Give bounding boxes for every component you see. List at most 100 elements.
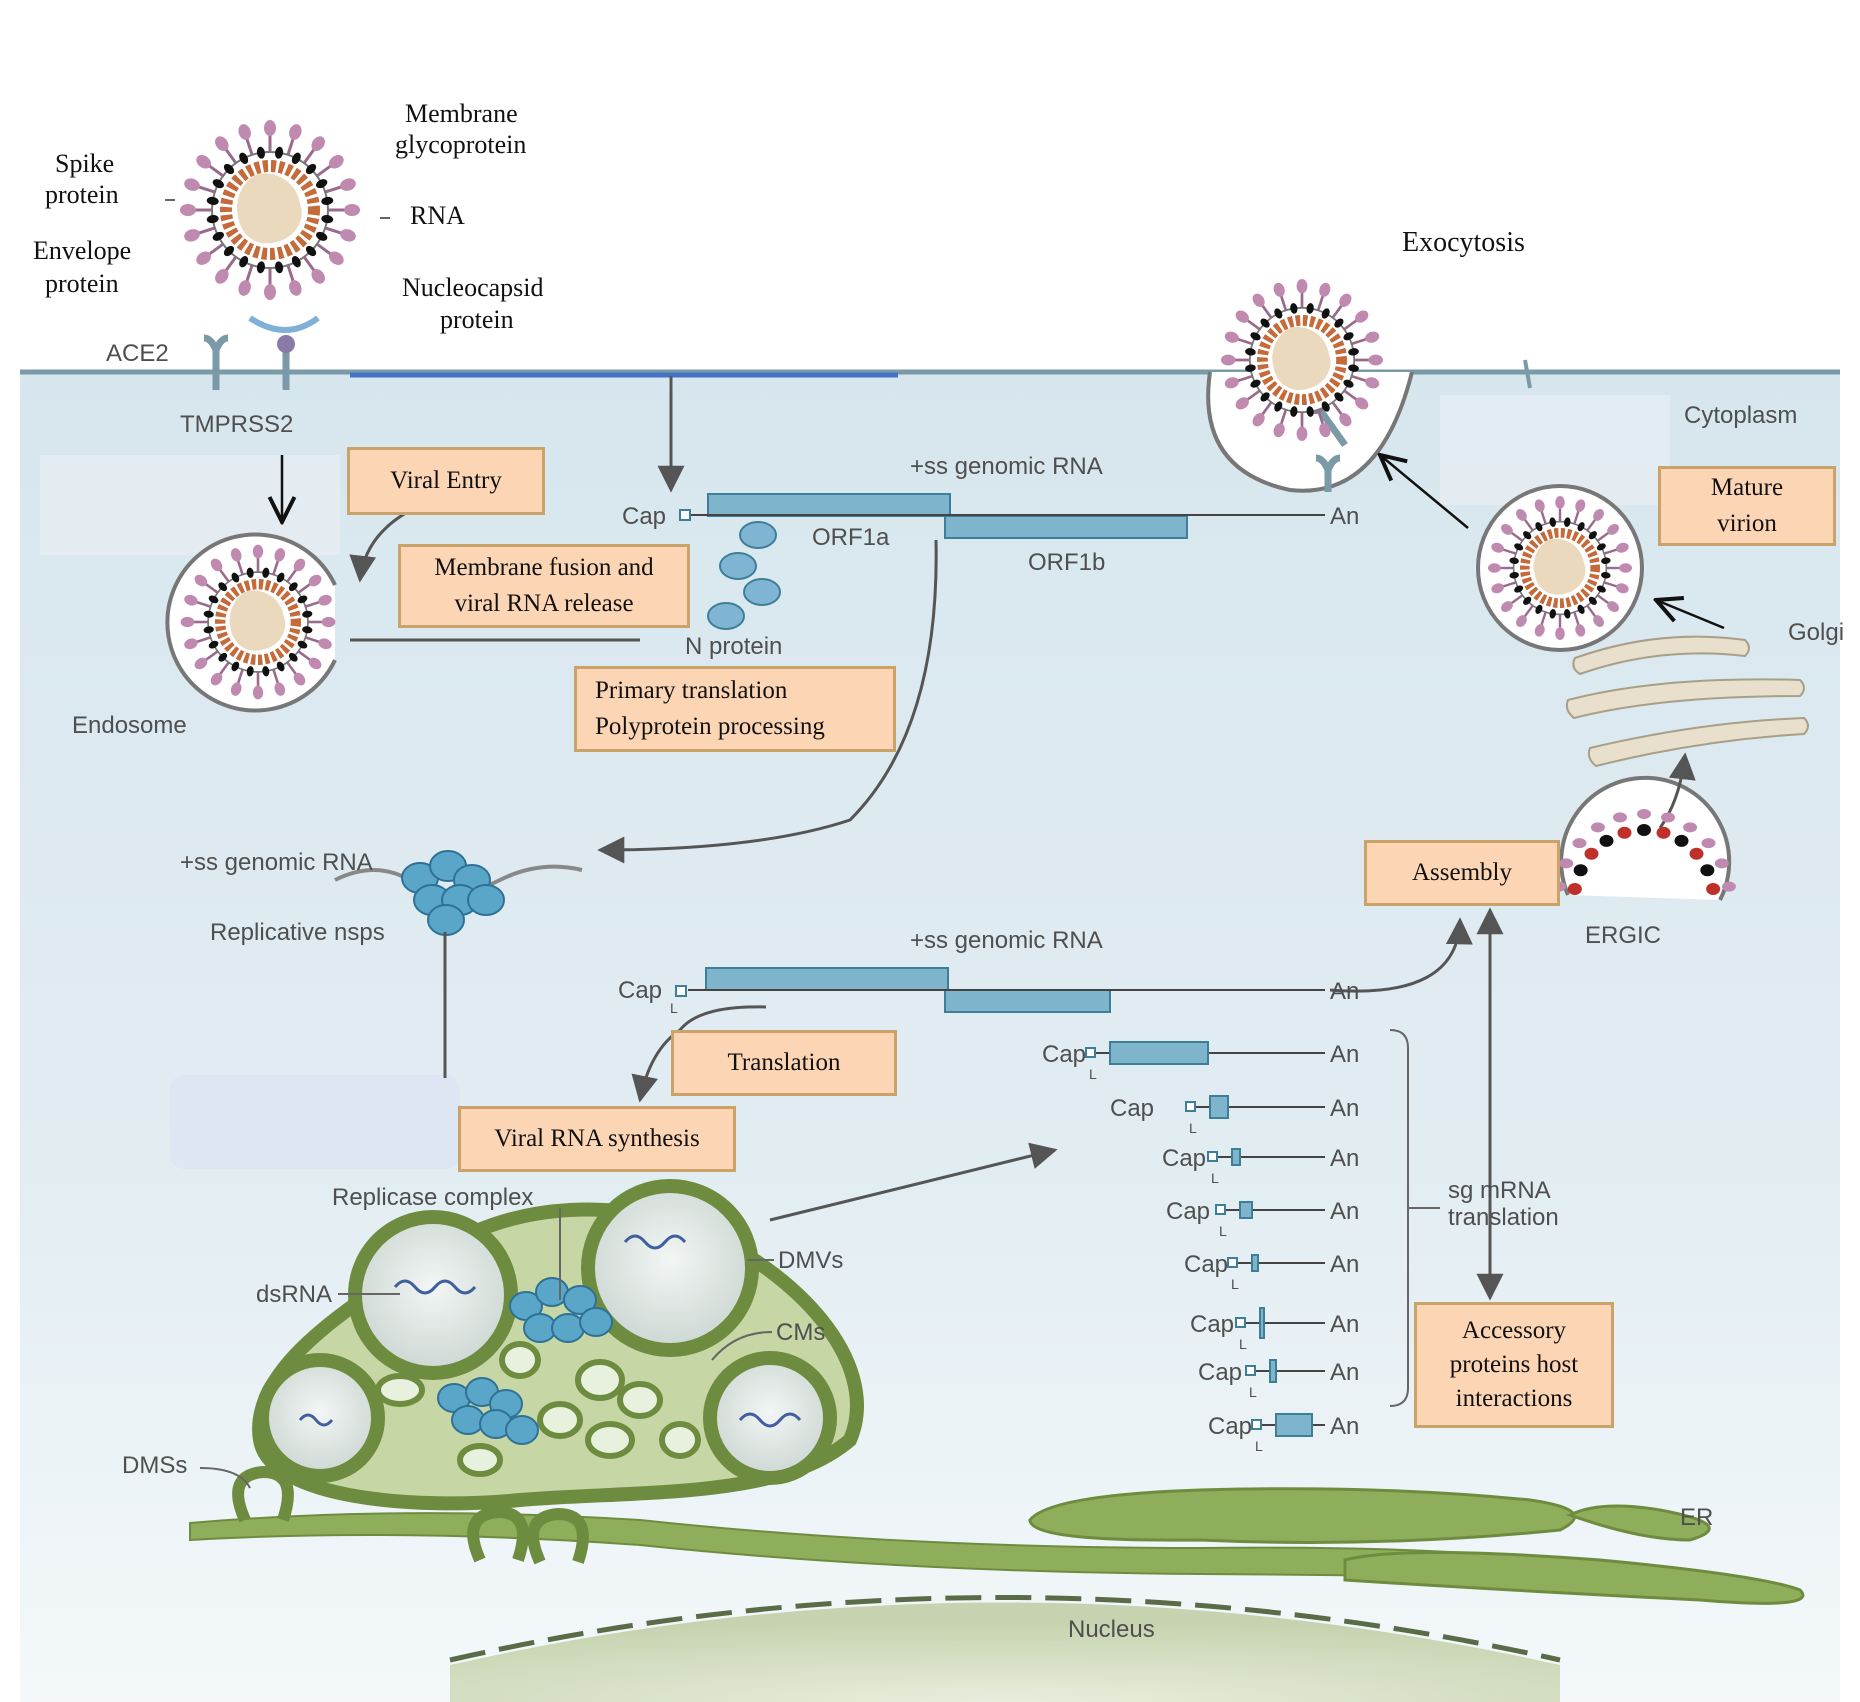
sg-an-label: An (1330, 1198, 1359, 1225)
replication-organelle (189, 1179, 1601, 1582)
cms-label: CMs (776, 1319, 825, 1346)
accessory-proteins-box: Accessory proteins host interactions (1414, 1302, 1614, 1428)
golgi-label: Golgi (1788, 619, 1844, 646)
replicative-nsps (401, 850, 505, 936)
mature-virion-box: Mature virion (1658, 466, 1836, 546)
sg-an-label: An (1330, 1145, 1359, 1172)
replicative-nsps-label: Replicative nsps (210, 919, 385, 946)
sg-bracket (1389, 1029, 1409, 1407)
golgi (1565, 635, 1809, 768)
sg-leader-label: L (1189, 1120, 1197, 1136)
sg-mrna-ladder: CapLAnCapLAnCapLAnCapLAnCapLAnCapLAnCapL… (1042, 1041, 1359, 1454)
envelope-label-2: protein (45, 269, 119, 298)
overlay-patch (40, 455, 340, 555)
sg-cap-label: Cap (1110, 1095, 1154, 1122)
sg-leader-label: L (1249, 1384, 1257, 1400)
primary-translation-line1: Primary translation (595, 677, 788, 704)
assembly-text: Assembly (1412, 859, 1512, 886)
an-label-low: An (1330, 978, 1359, 1005)
overlay-patch (170, 1075, 460, 1169)
sg-leader-label: L (1089, 1066, 1097, 1082)
virion-leaders (165, 199, 390, 219)
er-label: ER (1680, 1504, 1713, 1531)
envelope-label-1: Envelope (33, 236, 131, 265)
er (1028, 1487, 1805, 1605)
exocytosis-label: Exocytosis (1402, 227, 1525, 258)
sg-cap-label: Cap (1190, 1311, 1234, 1338)
nucleocapsid-label-1: Nucleocapsid (402, 273, 544, 302)
sg-cap-label: Cap (1042, 1041, 1086, 1068)
ergic-label: ERGIC (1585, 922, 1661, 949)
genomic-rna-mid-label: +ss genomic RNA (180, 849, 373, 876)
accessory-line1: Accessory (1461, 1317, 1567, 1344)
primary-translation-box: Primary translation Polyprotein processi… (574, 666, 896, 752)
pathway-arrows (349, 376, 1696, 1301)
nucleus (450, 1602, 1560, 1702)
dmvs-label: DMVs (778, 1247, 843, 1274)
sg-translation-label: translation (1448, 1204, 1559, 1231)
n-protein-label: N protein (685, 633, 782, 660)
sg-an-label: An (1330, 1251, 1359, 1278)
black-arrows (282, 455, 1725, 630)
viral-entry-text: Viral Entry (390, 467, 502, 494)
virion-endosome (180, 544, 336, 700)
orf1b-label: ORF1b (1028, 549, 1105, 576)
endosome-label: Endosome (72, 712, 187, 739)
membrane-fusion-box: Membrane fusion and viral RNA release (398, 544, 690, 628)
accessory-line2: proteins host (1449, 1351, 1579, 1378)
genome-top (679, 493, 1325, 539)
virion-mature (1488, 495, 1632, 641)
sg-an-label: An (1330, 1359, 1359, 1386)
cap-label-top: Cap (622, 503, 666, 530)
virion-free (180, 119, 360, 300)
spike-label-2: protein (45, 180, 119, 209)
nucleocapsid-label-2: protein (440, 305, 514, 334)
ergic (1559, 775, 1732, 901)
sg-leader-label: L (1219, 1223, 1227, 1239)
ace2-receptor (203, 334, 229, 390)
cap-label-low: Cap (618, 977, 662, 1004)
sg-leader-label: L (1211, 1170, 1219, 1186)
leader-label-low: L (670, 1000, 678, 1016)
ergic-budding (1552, 809, 1736, 896)
orf1a-label: ORF1a (812, 524, 890, 551)
viral-rna-synthesis-text: Viral RNA synthesis (494, 1125, 700, 1152)
binding-arc (248, 315, 320, 333)
assembly-box: Assembly (1364, 840, 1560, 906)
sg-cap-label: Cap (1184, 1251, 1228, 1278)
translation-text: Translation (727, 1049, 841, 1076)
primary-translation-line2: Polyprotein processing (595, 713, 825, 740)
accessory-line3: interactions (1455, 1385, 1573, 1412)
sg-mrna-label: sg mRNA (1448, 1177, 1551, 1204)
cytoplasm-label: Cytoplasm (1684, 402, 1797, 429)
membrane-label-2: glycoprotein (395, 130, 526, 159)
membrane-label-1: Membrane (405, 99, 518, 128)
ace2-label: ACE2 (106, 340, 169, 367)
spike-label-1: Spike (55, 149, 114, 178)
membrane-fusion-line1: Membrane fusion and (434, 554, 654, 581)
translation-box: Translation (671, 1030, 897, 1096)
dmss-label: DMSs (122, 1452, 187, 1479)
sg-an-label: An (1330, 1095, 1359, 1122)
mature-virion-line2: virion (1717, 510, 1777, 537)
membrane-fusion-line2: viral RNA release (454, 590, 634, 617)
sg-cap-label: Cap (1198, 1359, 1242, 1386)
sg-an-label: An (1330, 1311, 1359, 1338)
sg-leader-label: L (1239, 1336, 1247, 1352)
genome-low (675, 967, 1325, 1013)
viral-entry-box: Viral Entry (347, 447, 545, 515)
dsrna-label: dsRNA (256, 1281, 332, 1308)
nuclear-envelope (449, 1595, 1561, 1663)
replicase-complex-label: Replicase complex (332, 1184, 533, 1211)
sg-leader-label: L (1231, 1276, 1239, 1292)
tmprss2-receptor (277, 335, 295, 390)
sg-cap-label: Cap (1166, 1198, 1210, 1225)
tmprss2-label: TMPRSS2 (180, 411, 293, 438)
leader-lines (199, 1208, 774, 1489)
sg-cap-label: Cap (1162, 1145, 1206, 1172)
sg-an-label: An (1330, 1413, 1359, 1440)
sg-cap-label: Cap (1208, 1413, 1252, 1440)
virion-exocytosis (1221, 278, 1383, 442)
n-protein-cluster (707, 521, 781, 630)
